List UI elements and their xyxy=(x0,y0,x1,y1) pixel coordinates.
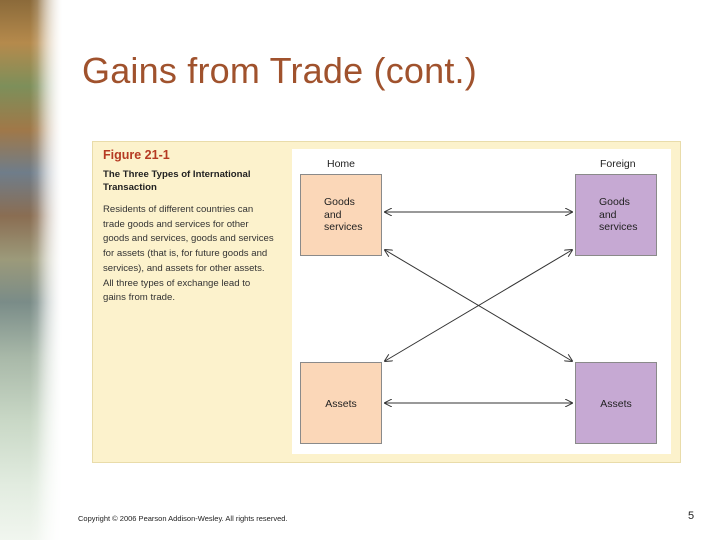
foreign-assets-label: Assets xyxy=(600,398,632,410)
home-goods-label: Goods and services xyxy=(324,196,363,233)
figure-panel: Figure 21-1 The Three Types of Internati… xyxy=(92,141,681,463)
figure-number: Figure 21-1 xyxy=(103,148,170,162)
home-assets-label: Assets xyxy=(325,398,357,410)
foreign-assets-box: Assets xyxy=(575,362,657,444)
trade-diagram: Home Foreign Goods and services Goods an… xyxy=(292,149,671,454)
foreign-goods-label: Goods and services xyxy=(599,196,638,233)
copyright-notice: Copyright © 2006 Pearson Addison-Wesley.… xyxy=(78,514,288,523)
home-column-label: Home xyxy=(327,158,356,170)
figure-caption: Figure 21-1 The Three Types of Internati… xyxy=(103,148,275,306)
home-assets-box: Assets xyxy=(300,362,382,444)
strip-fade xyxy=(30,0,70,540)
page-number: 5 xyxy=(688,510,695,522)
foreign-goods-box: Goods and services xyxy=(575,174,657,256)
slide-title: Gains from Trade (cont.) xyxy=(82,50,477,91)
home-assets-foreign-goods-arrow xyxy=(385,250,572,361)
foreign-column-label: Foreign xyxy=(600,158,636,170)
figure-title: The Three Types of International Transac… xyxy=(103,169,251,193)
figure-description: Residents of different countries can tra… xyxy=(103,204,274,304)
exchange-arrows xyxy=(292,149,671,454)
home-goods-box: Goods and services xyxy=(300,174,382,256)
